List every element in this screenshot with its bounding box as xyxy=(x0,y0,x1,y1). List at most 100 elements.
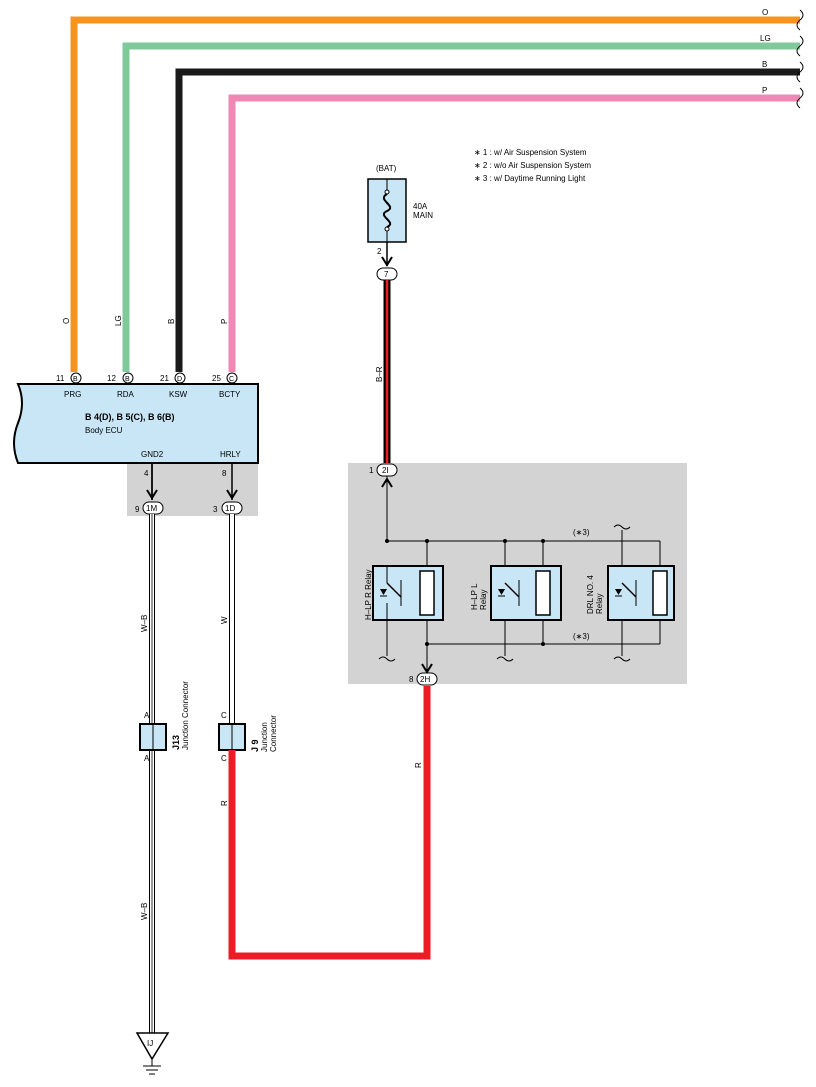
j9-pin-top: C xyxy=(221,711,227,720)
jb-pin-num: 3 xyxy=(213,505,218,514)
wire-label-o: O xyxy=(62,318,71,324)
fuse-pin: 2 xyxy=(377,247,382,256)
ecu-pin-name-bcty: BCTY xyxy=(219,390,241,399)
wire-black xyxy=(175,68,800,372)
relay-3-label-2: Relay xyxy=(595,594,604,614)
j13-label: Junction Connector xyxy=(181,681,190,750)
main-fuse: (BAT) 40A MAIN 2 7 xyxy=(367,164,433,281)
j9-pin-bottom: C xyxy=(221,754,227,763)
wire-label-o-right: O xyxy=(762,8,768,17)
relay-in-pin: 1 xyxy=(369,466,374,475)
ecu-pin-name-ksw: KSW xyxy=(169,390,188,399)
relay-in-conn: 2I xyxy=(382,466,389,475)
break-mark-o xyxy=(796,9,804,31)
j9-label-1: Junction xyxy=(260,722,269,752)
relay-3-label-1: DRL NO. 4 xyxy=(586,575,595,614)
wire-label-w: W xyxy=(220,616,229,624)
wire-label-r-right: R xyxy=(414,762,423,768)
relay-1-label: H–LP R Relay xyxy=(364,569,373,620)
wire-label-p-right: P xyxy=(762,86,767,95)
diode-icon xyxy=(498,589,505,595)
relay-coil-icon xyxy=(535,570,551,616)
diode-icon xyxy=(380,589,387,595)
body-ecu: B 4(D), B 5(C), B 6(B) Body ECU 11 B PRG… xyxy=(13,372,259,478)
wire-label-lg: LG xyxy=(114,315,123,326)
j13-pin-bottom: A xyxy=(144,754,150,763)
relay-switch-icon xyxy=(504,582,520,598)
top-wires: O LG B P O LG B P xyxy=(62,8,804,372)
ecu-pin-circle xyxy=(226,372,238,384)
fuse-arrow xyxy=(381,256,393,267)
relay-2-label-1: H–LP L xyxy=(470,583,479,610)
fuse-element-icon xyxy=(382,193,392,228)
relay-out-conn: 2H xyxy=(420,675,430,684)
relay-2-label-2: Relay xyxy=(479,590,488,610)
jb-pin-num: 9 xyxy=(135,505,140,514)
wire-label-wb-lower: W–B xyxy=(140,903,149,920)
notes: ∗ 1 : w/ Air Suspension System ∗ 2 : w/o… xyxy=(474,148,591,183)
wire-label-p: P xyxy=(220,319,229,324)
ecu-pin-name-hrly: HRLY xyxy=(220,450,241,459)
wire-red xyxy=(228,686,431,960)
red-wires: R R xyxy=(220,686,431,960)
ecu-pin-name-gnd2: GND2 xyxy=(141,450,164,459)
relay-drl: DRL NO. 4 Relay xyxy=(586,565,675,621)
note-1: ∗ 1 : w/ Air Suspension System xyxy=(474,148,587,157)
j13-pin-top: A xyxy=(144,711,150,720)
relay-switch-icon xyxy=(621,582,637,598)
relay-out-pill xyxy=(416,672,438,686)
fuse-name: MAIN xyxy=(413,211,433,220)
ecu-pin-num: 11 xyxy=(56,374,65,383)
break-mark-lg xyxy=(796,35,804,57)
jb-connector-label: 1D xyxy=(225,504,235,513)
ecu-pin-num: 12 xyxy=(107,374,116,383)
j13-id: J13 xyxy=(171,735,181,750)
wire-label-wb: W–B xyxy=(140,615,149,632)
relay-coil-icon xyxy=(652,570,668,616)
fuse-source: (BAT) xyxy=(376,164,397,173)
fuse-terminal xyxy=(384,226,390,232)
br-wire: B–R xyxy=(375,280,391,463)
fuse-connector-label: 7 xyxy=(384,270,389,279)
fuse-rating: 40A xyxy=(413,202,428,211)
relay-note-top: (∗3) xyxy=(573,528,590,537)
wire-label-lg-right: LG xyxy=(760,34,771,43)
ecu-pin-name-rda: RDA xyxy=(117,390,135,399)
ground-symbol: IJ xyxy=(135,1032,170,1075)
relay-block-internals: 1 2I (∗3) (∗3) xyxy=(364,463,675,686)
ecu-connectors-label: B 4(D), B 5(C), B 6(B) xyxy=(85,412,175,422)
ground-label: IJ xyxy=(147,1039,153,1048)
ecu-pin-num: 21 xyxy=(160,374,169,383)
relay-out-arrow xyxy=(421,663,433,674)
ecu-pin-conn: C xyxy=(229,376,234,383)
fuse-terminal xyxy=(384,189,390,195)
ecu-box xyxy=(13,383,259,464)
ecu-name: Body ECU xyxy=(85,426,123,435)
ground-triangle-icon xyxy=(135,1032,170,1061)
ecu-pin-conn: B xyxy=(125,376,130,383)
relay-hlp-l: H–LP L Relay xyxy=(470,565,562,621)
ecu-output-wires: 9 1M 3 1D W–B W–B W xyxy=(135,464,243,1033)
wire-orange xyxy=(70,16,800,372)
relay-switch-icon xyxy=(386,582,402,598)
jb-connector-label: 1M xyxy=(146,504,157,513)
relay-out-pin: 8 xyxy=(409,675,414,684)
relay-note-bottom: (∗3) xyxy=(573,632,590,641)
wire-light-green xyxy=(122,42,800,372)
hrly-arrow xyxy=(226,489,238,500)
junction-j13: A A J13 Junction Connector xyxy=(139,681,190,763)
diode-icon xyxy=(615,589,622,595)
note-2: ∗ 2 : w/o Air Suspension System xyxy=(474,161,591,170)
ecu-pin-circle xyxy=(174,372,186,384)
ecu-pin-num: 25 xyxy=(212,374,221,383)
ecu-pin-num: 8 xyxy=(222,469,227,478)
wire-label-b-right: B xyxy=(762,60,767,69)
wire-label-r-left: R xyxy=(220,800,229,806)
ecu-pin-conn: B xyxy=(73,376,78,383)
ecu-pin-circle xyxy=(122,372,134,384)
wire-label-b: B xyxy=(167,319,176,324)
wire-pink xyxy=(228,94,800,372)
note-3: ∗ 3 : w/ Daytime Running Light xyxy=(474,174,586,183)
ecu-pin-conn: D xyxy=(177,376,182,383)
